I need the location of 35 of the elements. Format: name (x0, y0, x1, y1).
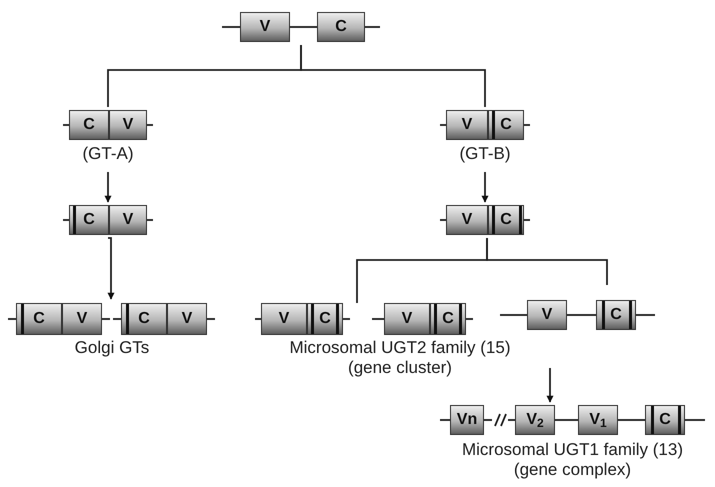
arrow (482, 172, 488, 203)
gene-segment: C (69, 205, 109, 235)
gene-segment: C (317, 12, 365, 42)
gene-segment: C (596, 300, 636, 330)
gene-segment: C (121, 303, 167, 335)
gene-segment: Vn (450, 405, 484, 435)
gene-caption: Microsomal UGT1 family (13) (gene complex) (460, 440, 684, 480)
family-caption: Golgi GTs (74, 338, 150, 358)
family-caption: Microsomal UGT2 family (15) (gene cluster) (288, 338, 512, 378)
gene-segment: C (16, 303, 62, 335)
gene-segment: V (240, 12, 290, 42)
gene-caption: (GT-B) (458, 144, 512, 164)
gene-segment: V (527, 300, 567, 330)
gene-segment: V (167, 303, 207, 335)
gene-segment: V (109, 110, 147, 140)
gene-segment: C (488, 110, 524, 140)
gene-segment: C (488, 205, 524, 235)
gene-segment: V (62, 303, 102, 335)
gene-segment: C (307, 303, 343, 335)
gene-segment: V$_{1}$ (578, 405, 618, 435)
branch-line (300, 45, 486, 107)
gene-segment: V (384, 303, 430, 335)
arrow (108, 237, 114, 300)
gene-segment: C (69, 110, 109, 140)
gene-segment: V (261, 303, 307, 335)
gene-segment: V (109, 205, 147, 235)
gene-segment: V (446, 205, 488, 235)
gene-segment: V$_{2}$ (515, 405, 555, 435)
arrow (546, 368, 554, 403)
gene-segment: C (645, 405, 685, 435)
arrow (104, 172, 112, 203)
gene-segment: V (446, 110, 488, 140)
gene-caption: (GT-A) (82, 144, 134, 164)
branch-line (486, 238, 608, 285)
gene-segment: C (430, 303, 466, 335)
